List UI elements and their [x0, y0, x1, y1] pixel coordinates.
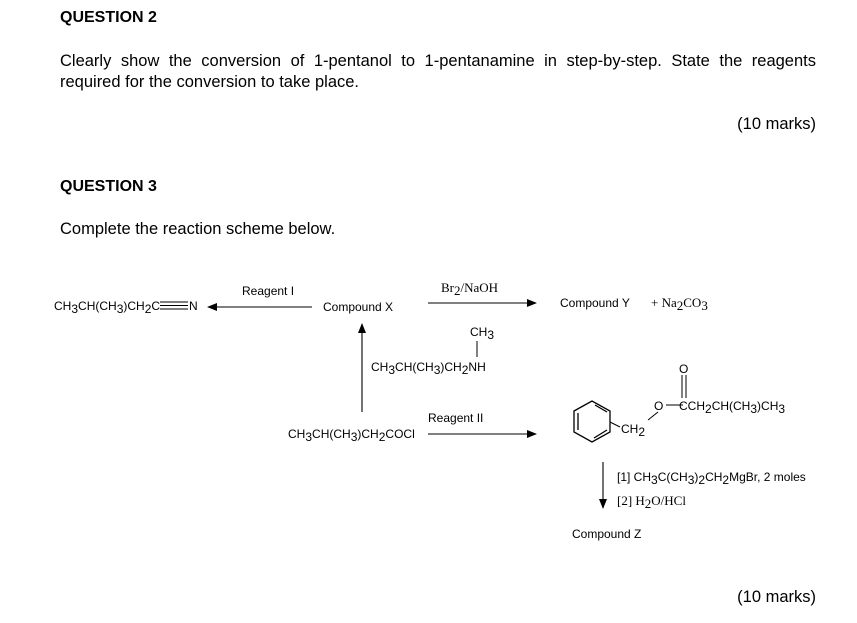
question-3-heading: QUESTION 3 — [60, 178, 157, 195]
svg-text:CH2: CH2 — [621, 422, 645, 439]
compound-z-label: Compound Z — [572, 527, 641, 541]
svg-text:N: N — [189, 299, 198, 313]
svg-text:CH3CH(CH3)CH2NH: CH3CH(CH3)CH2NH — [371, 360, 486, 377]
svg-text:CH3CH(CH3)CH2C: CH3CH(CH3)CH2C — [54, 299, 160, 316]
svg-text:O: O — [679, 362, 688, 376]
question-3-instruction: Complete the reaction scheme below. — [60, 220, 336, 238]
question-2-text: Clearly show the conversion of 1-pentano… — [60, 52, 816, 91]
svg-text:CCH2CH(CH3)CH3: CCH2CH(CH3)CH3 — [679, 399, 785, 416]
compound-y-label: Compound Y — [560, 296, 630, 310]
nitrile-formula: CH3CH(CH3)CH2C N — [54, 299, 198, 316]
question-2-heading: QUESTION 2 — [60, 9, 157, 26]
svg-text:O: O — [654, 399, 663, 413]
br2-naoh-label: Br2/NaOH — [441, 280, 498, 298]
reagent-1-label: Reagent I — [242, 284, 294, 298]
acyl-chloride-formula: CH3CH(CH3)CH2COCl — [288, 427, 415, 444]
benzyl-ester-structure: CH2 O CCH2CH(CH3)CH3 O — [573, 362, 785, 443]
sodium-carbonate: + Na2CO3 — [651, 295, 708, 313]
question-3-marks: (10 marks) — [737, 588, 816, 606]
hydrolysis-step: [2] H2O/HCl — [617, 493, 686, 511]
reagent-2-label: Reagent II — [428, 411, 483, 425]
compound-x-label: Compound X — [323, 300, 393, 314]
amine-formula: CH3 CH3CH(CH3)CH2NH — [371, 325, 494, 377]
svg-text:CH3: CH3 — [470, 325, 494, 342]
grignard-step: [1] CH3C(CH3)2CH2MgBr, 2 moles — [617, 470, 806, 487]
question-2-marks: (10 marks) — [737, 115, 816, 133]
